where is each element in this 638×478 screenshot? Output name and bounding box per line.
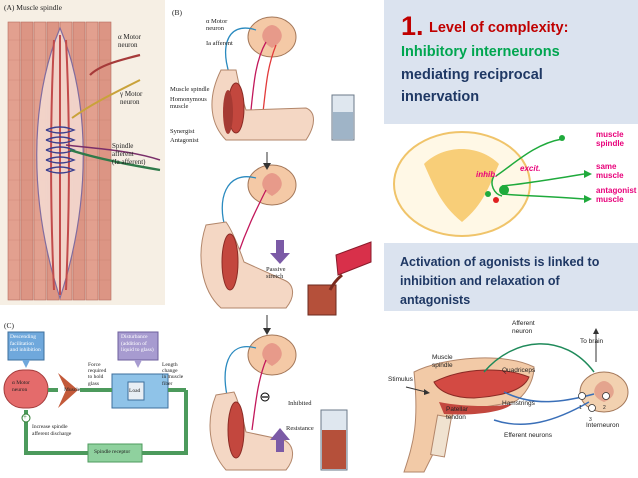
level-title: Level of complexity: bbox=[429, 20, 569, 36]
ia-afferent-nerve bbox=[69, 148, 161, 172]
b-antagonist-label: Antagonist bbox=[170, 137, 199, 144]
panel-a-muscle-spindle: (A) Muscle spindle bbox=[0, 0, 165, 305]
arm-with-glass-icon-3 bbox=[209, 391, 348, 471]
gamma-motor-nerve bbox=[71, 79, 141, 119]
note-box: Activation of agonists is linked to inhi… bbox=[384, 243, 638, 311]
c-spindle-receptor-label: Spindle receptor bbox=[94, 449, 131, 455]
muscle-icon bbox=[58, 373, 78, 408]
leg-hamstrings-label: Hamstrings bbox=[502, 400, 535, 407]
panel-a-title: (A) Muscle spindle bbox=[4, 3, 62, 12]
spinal-cord-bottom-icon bbox=[247, 334, 297, 376]
leg-num-1: 1 bbox=[579, 405, 582, 411]
title-line-1: Inhibitory interneurons bbox=[401, 44, 560, 60]
spinal-cord-middle-icon bbox=[247, 164, 297, 206]
spinal-cord-top-icon bbox=[247, 16, 297, 58]
leg-quadriceps-label: Quadriceps bbox=[502, 367, 536, 374]
title-line-2: mediating reciprocal bbox=[401, 67, 543, 83]
c-muscle-label: Muscle bbox=[64, 387, 81, 393]
b-muscle-spindle-label: Muscle spindle bbox=[170, 86, 210, 93]
title-box: 1. Level of complexity: Inhibitory inter… bbox=[384, 0, 638, 124]
c-load-label: Load bbox=[129, 388, 141, 394]
leg-stimulus-label: Stimulus bbox=[388, 376, 413, 383]
alpha-motor-nerve bbox=[89, 53, 141, 76]
leg-knee-jerk-icon bbox=[403, 328, 629, 473]
arm-with-glass-icon-2 bbox=[200, 221, 372, 316]
panel-b-title: (B) bbox=[172, 8, 182, 17]
cord-excit-label: excit. bbox=[520, 164, 541, 173]
c-plus-sign: + bbox=[23, 413, 27, 421]
panel-c-title: (C) bbox=[4, 321, 14, 330]
note-text: Activation of agonists is linked to inhi… bbox=[400, 255, 600, 307]
b-resistance-label: Resistance bbox=[286, 425, 314, 432]
cord-inhib-label: inhib. bbox=[476, 170, 498, 179]
leg-interneuron-label: Interneuron bbox=[586, 422, 620, 429]
leg-num-3: 3 bbox=[589, 417, 592, 423]
panel-b-stretch-reflex: (B) bbox=[166, 0, 381, 478]
b-ia-afferent-label: Ia afferent bbox=[206, 40, 233, 47]
muscle-fiber-bundle-icon bbox=[7, 21, 161, 301]
leg-num-2: 2 bbox=[603, 405, 606, 411]
b-inhibited-label: Inhibited bbox=[288, 400, 312, 407]
resistance-arrow bbox=[270, 428, 290, 452]
passive-stretch-arrow bbox=[270, 240, 290, 264]
title-line-3: innervation bbox=[401, 89, 480, 105]
leg-efferent-label: Efferent neurons bbox=[504, 432, 552, 439]
leg-to-brain-label: To brain bbox=[580, 338, 604, 345]
b-synergist-label: Synergist bbox=[170, 128, 195, 135]
level-number: 1. bbox=[401, 11, 424, 41]
arm-with-glass-icon-1 bbox=[211, 69, 355, 141]
